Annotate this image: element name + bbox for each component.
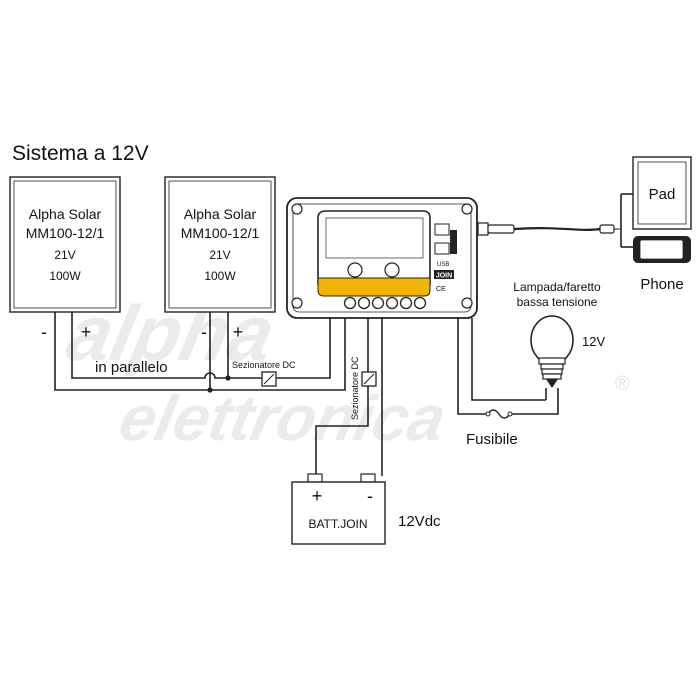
battery: + - BATT.JOIN — [291, 473, 386, 545]
usb-plug-controller — [477, 222, 489, 236]
pad-label: Pad — [649, 186, 676, 203]
panel-1-line2: MM100-12/1 — [26, 225, 105, 241]
panel-1-plus: + — [81, 322, 92, 342]
watermark-registered: ® — [615, 373, 630, 395]
battery-plus-sign: + — [312, 486, 323, 506]
diagram-title: Sistema a 12V — [12, 142, 149, 165]
panel-1-power: 100W — [49, 269, 81, 283]
lamp-sub-label: bassa tensione — [517, 295, 598, 309]
wire-fuse-to-lamp — [510, 388, 559, 415]
usb-plug-devices — [599, 224, 615, 234]
panel-2-power: 100W — [204, 269, 236, 283]
lamp-contact — [546, 379, 558, 388]
junction-dot-negative — [207, 387, 213, 393]
solar-panel-1: Alpha Solar MM100-12/1 21V 100W - + — [9, 176, 121, 342]
wire-load-negative — [457, 318, 488, 415]
battery-minus-sign: - — [367, 486, 373, 506]
controller-brand-label: JOIN — [436, 273, 452, 280]
dc-disconnector-panels: Sezionatore DC — [232, 360, 296, 387]
controller-knob-left — [347, 262, 363, 278]
disconnector-top-label: Sezionatore DC — [232, 360, 296, 370]
tablet-device: Pad — [632, 156, 692, 230]
dc-disconnector-battery: Sezionatore DC — [350, 356, 377, 420]
phone-label: Phone — [640, 276, 683, 293]
solar-panel-2: Alpha Solar MM100-12/1 21V 100W - + — [164, 176, 276, 342]
lamp-voltage-label: 12V — [582, 334, 605, 349]
load-wiring — [457, 318, 559, 415]
panel-2-line2: MM100-12/1 — [181, 225, 260, 241]
parallel-label: in parallelo — [95, 359, 168, 376]
panel-2-minus: - — [201, 322, 207, 342]
battery-voltage-label: 12Vdc — [398, 513, 441, 530]
controller-accent-strip — [317, 277, 431, 297]
lamp-glass — [530, 315, 574, 365]
wire-load-positive-to-lamp — [471, 318, 546, 401]
panel-2-plus: + — [233, 322, 244, 342]
usb-port-2 — [434, 242, 450, 255]
panel-1-line1: Alpha Solar — [29, 206, 102, 222]
controller-ce-label: CE — [436, 286, 446, 293]
panel-wiring — [54, 312, 346, 393]
usb-switch — [450, 230, 457, 254]
usb-cable — [477, 193, 633, 248]
controller-knob-right — [384, 262, 400, 278]
controller-brand-badge — [434, 270, 454, 279]
wire-panel1-negative — [54, 312, 210, 391]
junction-dot-positive — [225, 375, 231, 381]
charge-controller: USB JOIN CE — [286, 197, 478, 319]
panel-1-voltage: 21V — [54, 248, 75, 262]
battery-label: BATT.JOIN — [308, 517, 367, 531]
battery-terminal-negative — [360, 473, 376, 483]
panel-2-voltage: 21V — [209, 248, 230, 262]
panel-1-minus: - — [41, 322, 47, 342]
watermark-line2: elettronica — [114, 382, 453, 454]
lamp-bulb — [530, 315, 574, 388]
fuse-symbol — [485, 409, 513, 419]
battery-terminal-positive — [307, 473, 323, 483]
lamp-label: Lampada/faretto — [513, 280, 601, 294]
phone-device: Phone — [633, 236, 691, 293]
phone-screen — [639, 239, 684, 260]
disconnector-vertical-label: Sezionatore DC — [350, 356, 360, 420]
wire-negative-to-controller — [210, 312, 346, 391]
usb-port-1 — [434, 223, 450, 236]
panel-2-line1: Alpha Solar — [184, 206, 257, 222]
controller-terminals — [343, 296, 427, 310]
controller-usb-label: USB — [437, 262, 449, 268]
fuse-label: Fusibile — [466, 431, 518, 448]
